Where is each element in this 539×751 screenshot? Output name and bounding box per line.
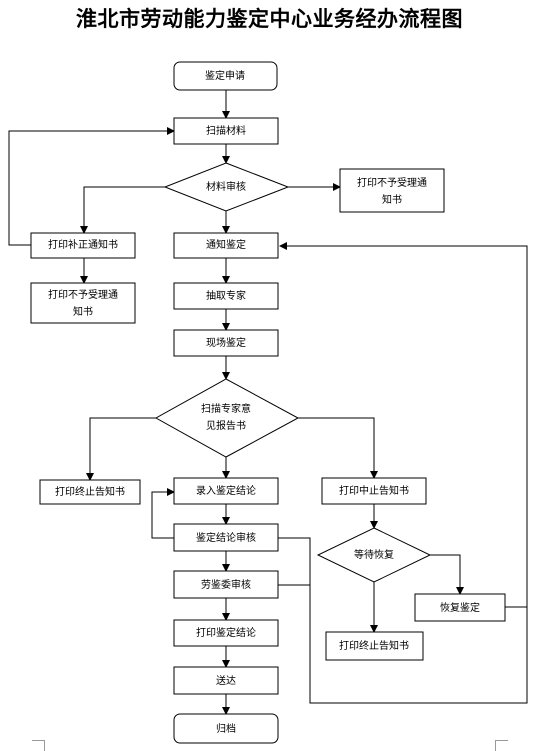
label-reject-notice-right-2: 知书 [382, 193, 402, 206]
node-supplement-notice [30, 232, 136, 259]
label-deliver: 送达 [216, 674, 236, 687]
arrow-supplement-back-to-scan [8, 127, 175, 246]
label-termination-left: 打印终止告知书 [55, 485, 125, 498]
node-termination-right [325, 631, 424, 661]
label-start: 鉴定申请 [205, 69, 245, 82]
label-suspension-notice: 打印中止告知书 [339, 484, 409, 497]
label-material-review: 材料审核 [206, 180, 246, 193]
node-wait-resume [316, 527, 432, 583]
node-conclusion-review [173, 523, 279, 552]
node-archive [173, 713, 279, 744]
node-start [173, 61, 278, 91]
label-select-experts: 抽取专家 [206, 289, 246, 302]
arrow-review-back-to-enter [151, 488, 175, 539]
arrow-review-to-supplement [80, 186, 165, 234]
node-reject-notice-left [30, 282, 136, 324]
node-select-experts [173, 282, 279, 310]
node-scan-expert-report [154, 378, 300, 458]
node-reject-notice-right [339, 168, 445, 213]
label-conclusion-review: 鉴定结论审核 [196, 531, 256, 544]
arrow-review-back-to-notify [278, 242, 528, 704]
label-scan-materials: 扫描材料 [206, 124, 246, 137]
label-committee-review: 劳鉴委审核 [201, 578, 251, 591]
label-reject-notice-right-1: 打印不予受理通 [357, 176, 427, 189]
node-enter-conclusion [173, 477, 279, 505]
label-reject-notice-left-2: 知书 [73, 305, 93, 318]
label-onsite-appraisal: 现场鉴定 [206, 336, 246, 349]
arrow-wait-to-resume [430, 554, 464, 595]
label-print-conclusion: 打印鉴定结论 [196, 626, 256, 639]
node-suspension-notice [321, 477, 427, 505]
label-supplement-notice: 打印补正通知书 [48, 238, 118, 251]
node-scan-materials [173, 117, 279, 145]
label-archive: 归档 [216, 722, 236, 735]
page-title: 淮北市劳动能力鉴定中心业务经办流程图 [76, 7, 463, 31]
node-print-conclusion [173, 619, 279, 647]
connectors [8, 90, 528, 715]
label-notify-appraisal: 通知鉴定 [206, 238, 246, 251]
node-material-review [163, 162, 290, 212]
node-committee-review [173, 570, 279, 599]
label-reject-notice-left-1: 打印不予受理通 [48, 288, 118, 301]
label-enter-conclusion: 录入鉴定结论 [196, 484, 256, 497]
label-wait-resume: 等待恢复 [354, 548, 394, 561]
arrow-report-to-suspension [298, 417, 378, 479]
label-scan-expert-report-1: 扫描专家意 [201, 402, 251, 415]
crop-mark-left [32, 740, 45, 751]
node-termination-left [39, 479, 141, 505]
label-resume-appraisal: 恢复鉴定 [440, 601, 480, 614]
label-termination-right: 打印终止告知书 [339, 639, 409, 652]
node-onsite-appraisal [173, 329, 279, 357]
node-deliver [173, 666, 279, 695]
arrow-report-to-termination [86, 417, 156, 481]
node-resume-appraisal [414, 593, 506, 622]
label-scan-expert-report-2: 见报告书 [206, 419, 246, 432]
crop-mark-right [495, 740, 508, 751]
node-notify-appraisal [173, 232, 279, 259]
